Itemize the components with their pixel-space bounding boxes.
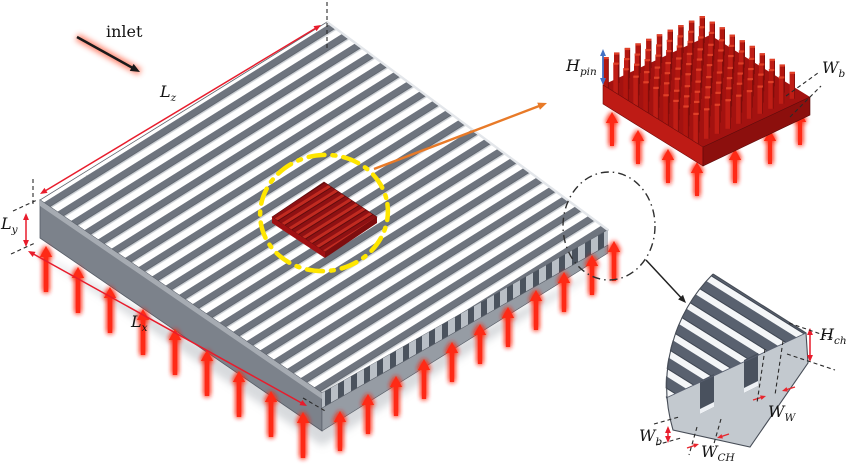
hpin-main: H (566, 56, 580, 75)
pin-fin-inset (602, 16, 811, 167)
extension-dashes (10, 2, 836, 456)
lx-sub: x (141, 322, 148, 334)
dimension-label-hch: Hch (820, 327, 847, 347)
wch-sub: CH (717, 452, 735, 464)
detail-outline (666, 273, 809, 448)
inlet-label: inlet (106, 22, 143, 41)
dimension-lines (23, 25, 813, 449)
dimension-label-lz: Lz (160, 84, 176, 104)
hpin-sub: pin (579, 66, 597, 78)
dimension-label-ly: Ly (1, 216, 18, 236)
wb-pin-main: W (822, 58, 839, 77)
wb-detail-sub: b (655, 436, 663, 448)
ly-sub: y (11, 224, 18, 236)
pin-inset-base-front-right (702, 96, 811, 167)
detail-top-fins (665, 274, 806, 398)
channel-detail-inset (665, 273, 809, 448)
detail-circle-black (562, 171, 656, 281)
dimension-label-lx: Lx (131, 314, 148, 334)
detail-front-face (666, 333, 808, 447)
hch-sub: ch (833, 335, 847, 347)
wb-detail-main: W (639, 426, 656, 445)
leader-arrows (75, 33, 686, 303)
detail-channel-floor (744, 381, 758, 393)
dimension-label-ww: WW (768, 404, 795, 424)
pin-array (603, 16, 795, 144)
detail-channel-floor (700, 402, 714, 414)
ww-sub: W (784, 412, 796, 424)
ly-main: L (1, 214, 12, 233)
ww-main: W (768, 402, 785, 421)
dimension-label-wch: WCH (701, 444, 735, 464)
wch-main: W (701, 442, 718, 461)
pin-fin-patch (271, 181, 378, 258)
fin-end-edge (326, 21, 609, 231)
heatsink-base-top-band (40, 200, 322, 399)
hch-main: H (820, 325, 834, 344)
heat-flux-arrows (39, 111, 807, 458)
lz-sub: z (170, 92, 177, 104)
highlight-circle-yellow (257, 152, 391, 274)
dimension-label-wb-detail: Wb (639, 428, 662, 448)
lx-main: L (131, 312, 142, 331)
dimension-label-wb-pin: Wb (822, 60, 845, 80)
lz-main: L (160, 82, 171, 101)
dimension-label-hpin: Hpin (566, 58, 597, 78)
wb-pin-sub: b (838, 68, 846, 80)
